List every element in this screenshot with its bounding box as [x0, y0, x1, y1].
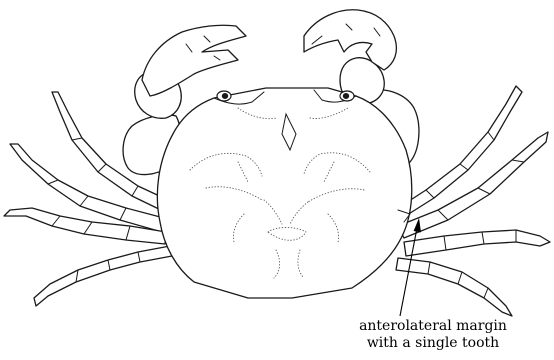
- annotation-label: anterolateral margin with a single tooth: [328, 318, 538, 352]
- right-leg-3: [404, 230, 550, 256]
- left-leg-4: [34, 246, 172, 306]
- annotation-line-1: anterolateral margin: [328, 318, 538, 335]
- right-leg-2: [398, 132, 548, 238]
- carapace: [157, 88, 411, 298]
- right-leg-4: [396, 258, 512, 316]
- annotation-line-2: with a single tooth: [328, 335, 538, 352]
- left-claw-palm: [142, 25, 246, 96]
